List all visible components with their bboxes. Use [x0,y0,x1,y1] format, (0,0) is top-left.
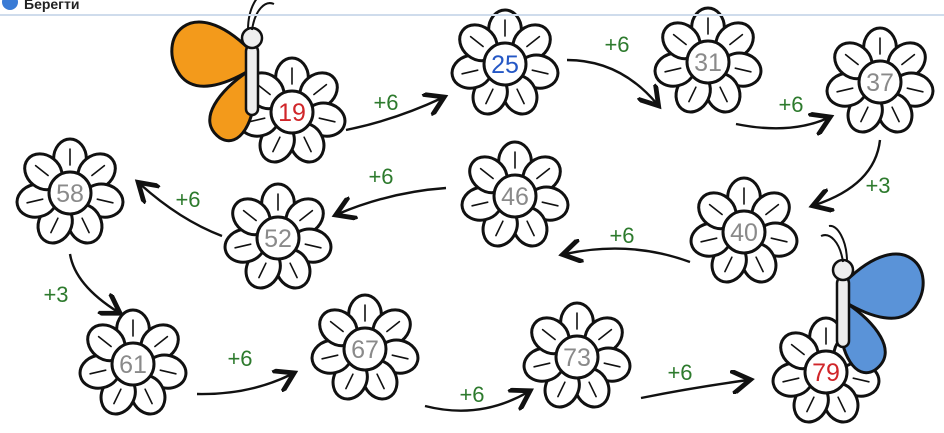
flower-25: 25 [449,10,562,120]
step-label: +6 [373,90,398,115]
step-label: +3 [43,282,68,307]
step-label: +6 [604,32,629,57]
exercise-title: Берегти [24,0,79,12]
flower-61: 61 [77,310,190,420]
step-label: +6 [667,360,692,385]
flower-40: 40 [688,178,801,288]
step-label: +6 [368,164,393,189]
flower-number: 25 [491,51,519,79]
step-arrow [565,249,690,262]
flower-number: 40 [730,219,758,247]
flower-number: 67 [351,336,379,364]
step-arrow [70,254,118,312]
flower-46: 46 [459,142,572,252]
flower-number: 58 [56,180,84,208]
flower-number: 19 [278,99,306,127]
step-arrow [736,118,828,128]
flower-number: 52 [264,225,292,253]
flower-31: 31 [652,8,765,118]
flower-number: 46 [501,183,529,211]
flower-37: 37 [824,28,937,138]
flower-number: 61 [119,351,147,379]
exercise-number-badge [2,0,18,10]
step-label: +6 [609,223,634,248]
step-label: +6 [459,382,484,407]
flower-73: 73 [521,303,634,413]
step-arrow [567,60,657,104]
step-arrow [197,374,292,394]
flower-number: 79 [812,359,840,387]
step-label: +6 [778,92,803,117]
flower-52: 52 [222,184,335,294]
step-arrow [338,188,446,214]
step-label: +3 [865,173,890,198]
exercise-header: Берегти [0,0,944,16]
step-arrow [641,380,748,398]
flower-67: 67 [309,295,422,405]
flower-number: 73 [563,344,591,372]
flower-58: 58 [14,139,127,249]
step-label: +6 [227,346,252,371]
flower-number: 37 [866,69,894,97]
step-label: +6 [175,187,200,212]
flower-number: 31 [694,49,722,77]
